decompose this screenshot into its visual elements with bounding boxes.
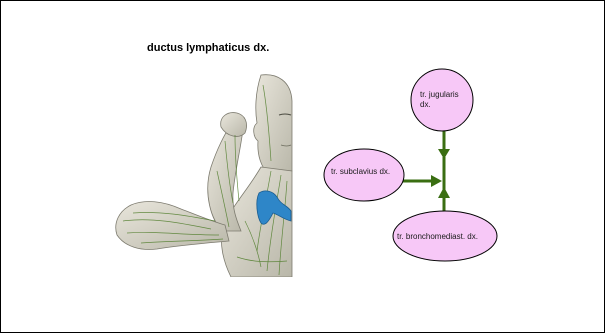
label-subclavius: tr. subclavius dx.	[331, 167, 390, 177]
arrowhead-bronchomediast	[438, 187, 450, 198]
label-jugularis: tr. jugularis dx.	[420, 90, 466, 110]
arrowhead-subclavius	[431, 175, 442, 187]
label-bronchomediast: tr. bronchomediast. dx.	[397, 232, 478, 242]
